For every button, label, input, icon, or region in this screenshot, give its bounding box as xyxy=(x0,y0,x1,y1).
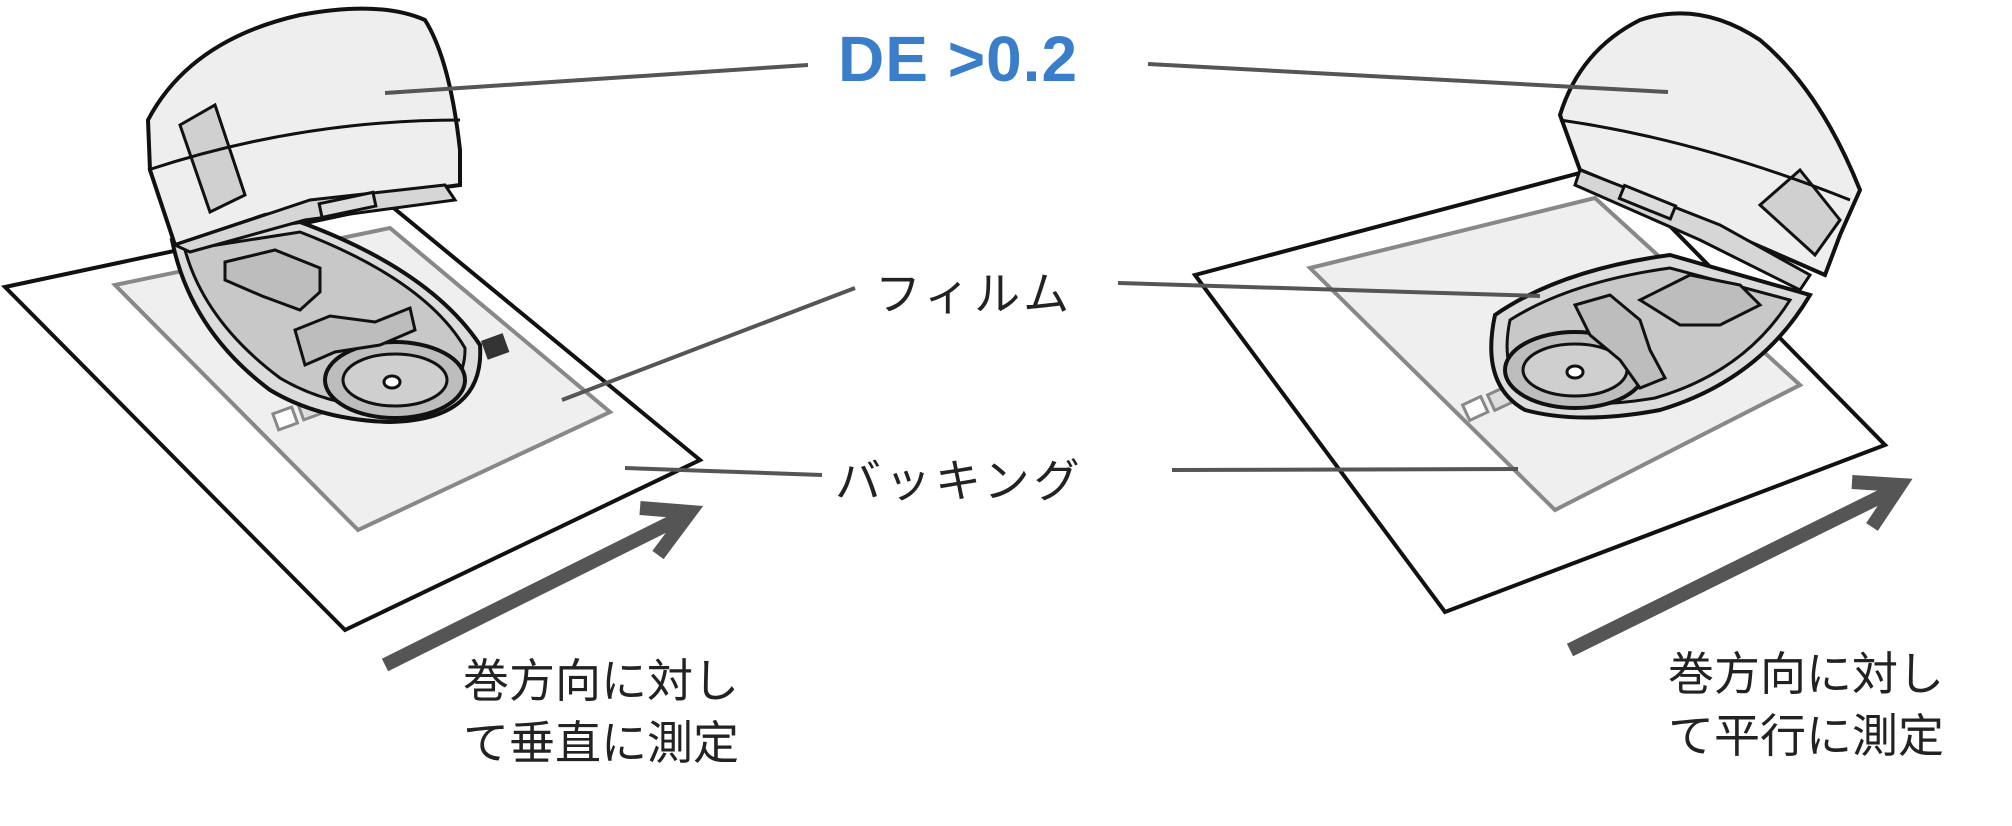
right-film-marker xyxy=(1460,394,1490,423)
leader-film-left xyxy=(561,286,856,402)
left-film-marker xyxy=(270,405,300,432)
left-device-clip xyxy=(317,190,378,220)
left-caption-line-2: て垂直に測定 xyxy=(463,716,739,770)
left-caption: 巻方向に対し て垂直に測定 xyxy=(463,650,793,774)
right-aperture xyxy=(1565,364,1585,380)
right-caption-line-2: て平行に測定 xyxy=(1668,709,1944,763)
leader-backing-right xyxy=(1171,467,1519,472)
right-caption-line-1: 巻方向に対し xyxy=(1668,647,1944,701)
delta-e-label: DE >0.2 xyxy=(838,23,1079,95)
left-device-head-underside xyxy=(170,183,458,254)
right-direction-arrow xyxy=(1566,475,1913,657)
left-direction-arrow xyxy=(381,501,704,672)
left-film-marker xyxy=(480,333,510,360)
left-measurement-illustration xyxy=(1,6,704,633)
film-label: フィルム xyxy=(875,267,1074,321)
left-device-head-band xyxy=(178,102,247,215)
left-aperture xyxy=(382,374,402,390)
right-device-head-edge xyxy=(1559,118,1851,202)
left-foot-block xyxy=(223,248,322,312)
right-measurement-illustration xyxy=(1191,11,1889,615)
right-device-clip xyxy=(1617,183,1678,221)
left-device-head-edge xyxy=(147,118,461,172)
left-caption-line-1: 巻方向に対し xyxy=(463,654,739,708)
right-device-head-band xyxy=(1757,167,1842,258)
leader-de-right xyxy=(1147,62,1669,94)
leader-backing-left xyxy=(624,466,823,477)
left-foot-block xyxy=(293,305,417,368)
leader-lines xyxy=(384,62,1669,477)
backing-label: バッキング xyxy=(835,454,1084,508)
right-caption: 巻方向に対し て平行に測定 xyxy=(1668,643,1998,767)
leader-de-left xyxy=(384,63,809,95)
right-foot-block xyxy=(1572,293,1668,390)
right-foot-block xyxy=(1636,273,1763,327)
leader-film-right xyxy=(1117,281,1541,298)
